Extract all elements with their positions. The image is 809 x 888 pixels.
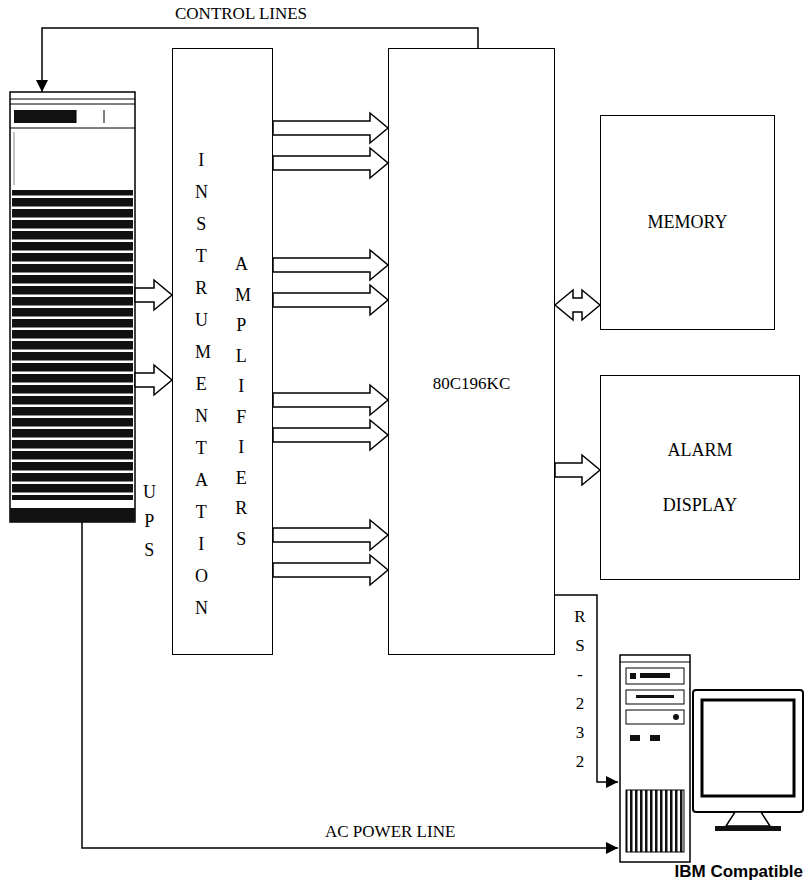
ups-unit: UPS bbox=[10, 92, 135, 522]
bus-arrow bbox=[273, 250, 388, 280]
node-label: MEMORY bbox=[647, 212, 727, 234]
bus-arrow bbox=[555, 455, 600, 485]
bus-arrow bbox=[555, 290, 600, 320]
pc-monitor bbox=[693, 690, 803, 831]
node-label: ALARM DISPLAY bbox=[650, 423, 750, 533]
pc-computer: IBM Compatible bbox=[618, 652, 806, 888]
bus-arrow bbox=[273, 555, 388, 585]
bus-arrow bbox=[273, 113, 388, 143]
bus-arrow bbox=[135, 365, 172, 395]
bus-arrow bbox=[273, 520, 388, 550]
line-label: RS-232 bbox=[574, 602, 586, 776]
node-label: IBM Compatible bbox=[675, 862, 803, 882]
node-label: 80C196KC bbox=[389, 374, 554, 394]
node-label: INSTRUMENTATION bbox=[195, 144, 208, 624]
bus-arrow bbox=[273, 148, 388, 178]
node-label: UPS bbox=[143, 478, 156, 565]
line-label: CONTROL LINES bbox=[175, 4, 307, 24]
signal-line bbox=[555, 595, 618, 782]
bus-arrow bbox=[273, 385, 388, 415]
node-label: AMPLIFIERS bbox=[235, 249, 248, 554]
pc-tower bbox=[620, 655, 690, 862]
microcontroller-box: 80C196KC bbox=[388, 48, 555, 655]
ups-cabinet bbox=[10, 92, 135, 522]
alarm-display-box: ALARM DISPLAY bbox=[600, 375, 800, 580]
memory-box: MEMORY bbox=[600, 115, 775, 330]
amplifier-box: INSTRUMENTATION AMPLIFIERS bbox=[172, 48, 273, 655]
line-label: AC POWER LINE bbox=[325, 822, 455, 842]
bus-arrow bbox=[273, 285, 388, 315]
bus-arrow bbox=[273, 420, 388, 450]
bus-arrow bbox=[135, 280, 172, 310]
